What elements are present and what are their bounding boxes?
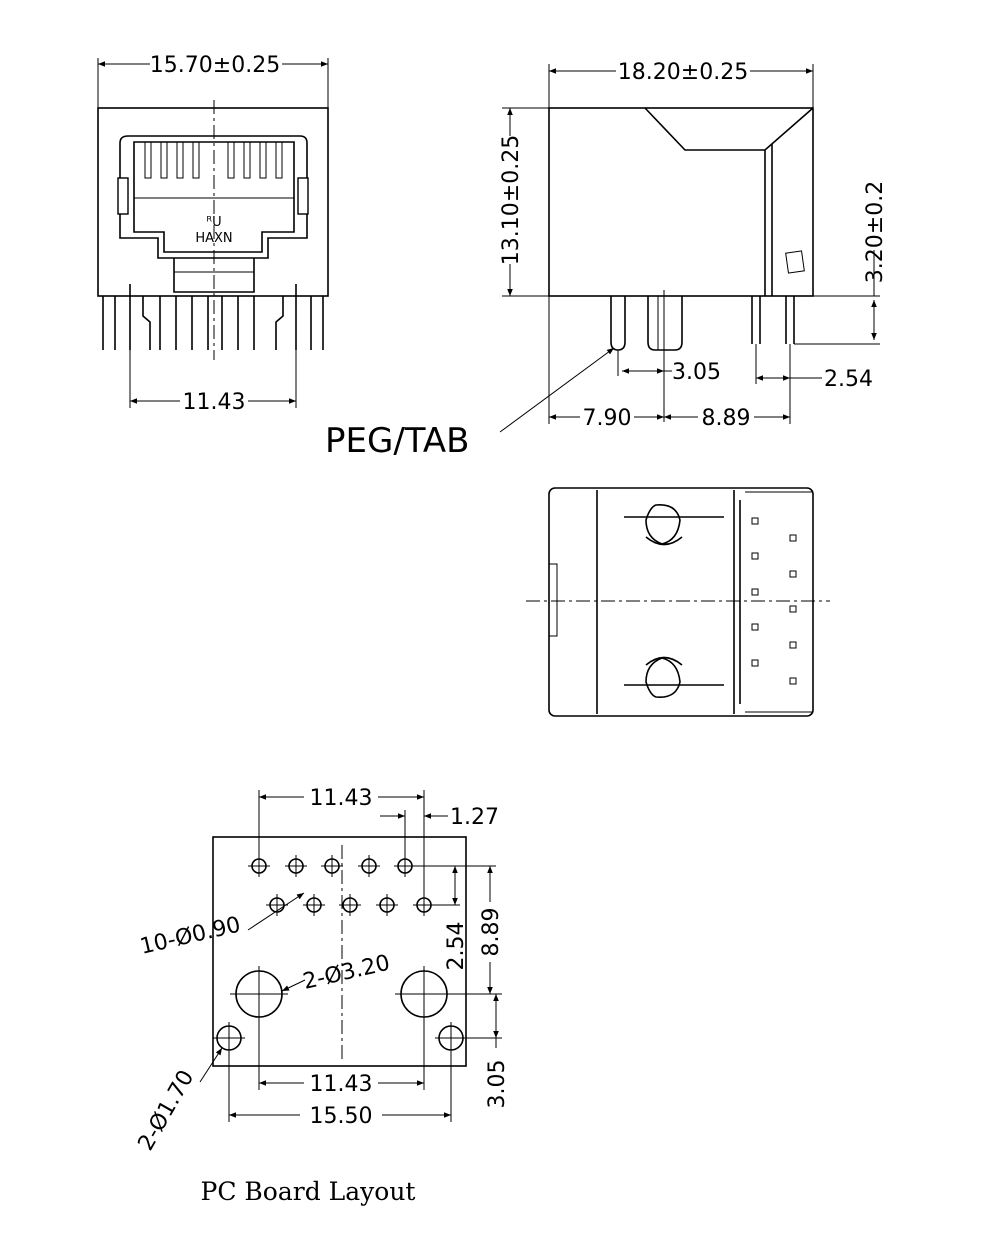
row-position-dim: 8.89 bbox=[702, 406, 751, 431]
tab-holes-dim: 2-Ø1.70 bbox=[134, 1066, 200, 1155]
bottom-housing bbox=[548, 487, 814, 717]
row-to-peg-dim: 8.89 bbox=[479, 908, 504, 957]
side-height-dim: 13.10±0.25 bbox=[499, 135, 524, 265]
brand-mark-text: HAXN bbox=[195, 231, 232, 246]
peg-span-dim: 11.43 bbox=[310, 1072, 373, 1097]
peg-position-dim: 7.90 bbox=[583, 406, 632, 431]
cert-mark-logo: ᴿU bbox=[206, 215, 221, 230]
tab-holes bbox=[213, 1022, 467, 1054]
front-width-dim: 15.70±0.25 bbox=[150, 53, 280, 78]
pcb-outline bbox=[212, 836, 467, 1067]
tab-span-dim: 15.50 bbox=[310, 1104, 373, 1129]
bottom-pegs bbox=[624, 503, 724, 699]
pcb-layout-caption: PC Board Layout bbox=[201, 1177, 416, 1206]
signal-holes-dim: 10-Ø0.90 bbox=[138, 912, 243, 959]
bottom-view bbox=[526, 487, 830, 717]
signal-holes bbox=[248, 855, 435, 916]
peg-to-tab-dim: 3.05 bbox=[485, 1060, 510, 1109]
front-pin-span-dim: 11.43 bbox=[183, 390, 246, 415]
side-pin-height-dim: 3.20±0.2 bbox=[863, 181, 888, 283]
peg-tab-label: PEG/TAB bbox=[325, 421, 470, 461]
front-pins bbox=[102, 284, 324, 350]
row-spacing-dim: 2.54 bbox=[444, 922, 469, 971]
peg-holes-dim: 2-Ø3.20 bbox=[301, 951, 393, 995]
bottom-pin-pads bbox=[751, 517, 797, 685]
pcb-pitch-dim: 1.27 bbox=[450, 805, 499, 830]
contact-fingers bbox=[144, 141, 283, 179]
pin-pitch-dim: 2.54 bbox=[824, 367, 873, 392]
pcb-top-span-dim: 11.43 bbox=[310, 786, 373, 811]
side-length-dim: 18.20±0.25 bbox=[618, 60, 748, 85]
front-view: 15.70±0.25 ᴿU HAXN bbox=[97, 53, 329, 415]
front-housing bbox=[97, 107, 329, 297]
side-view: 18.20±0.25 13.10±0.25 3.20±0.2 bbox=[325, 60, 888, 461]
pcb-layout: 11.43 1.27 bbox=[134, 786, 510, 1206]
peg-offset-dim: 3.05 bbox=[672, 360, 721, 385]
side-housing bbox=[548, 107, 814, 297]
